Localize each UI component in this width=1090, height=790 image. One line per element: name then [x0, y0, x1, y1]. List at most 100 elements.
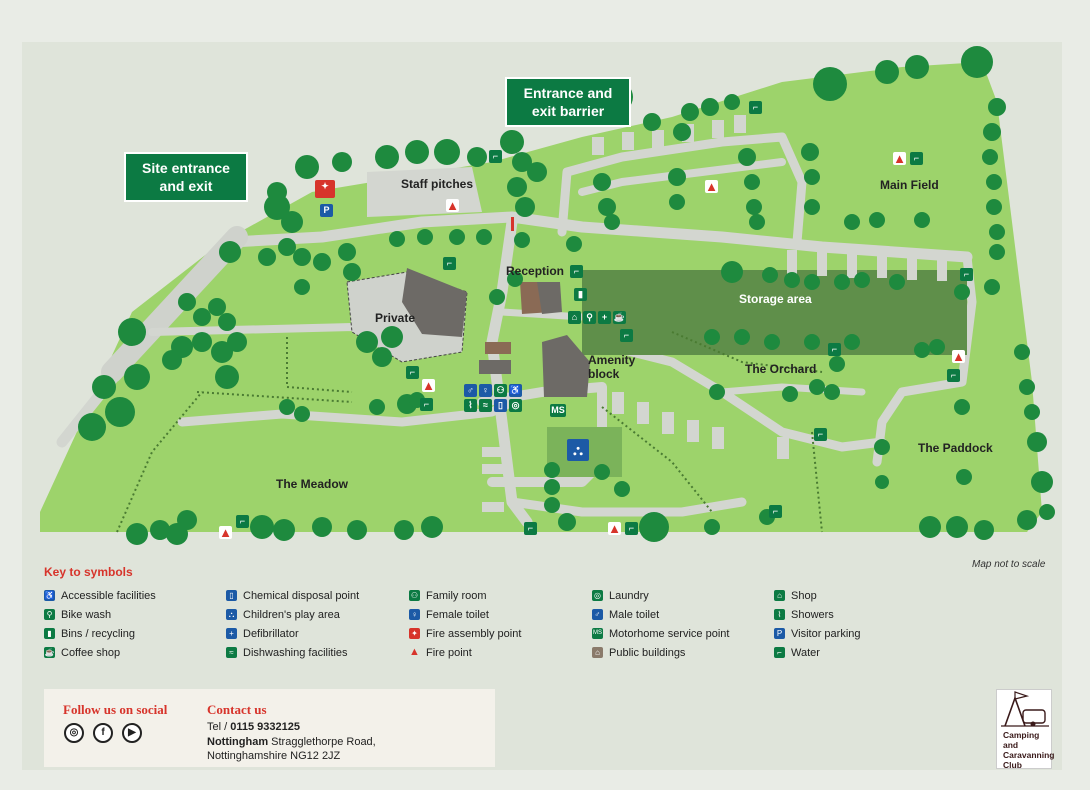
defibrillator-icon: +	[226, 628, 237, 639]
accessible-icon: ♿	[44, 590, 55, 601]
legend-item: MS Motorhome service point	[592, 624, 729, 643]
club-logo-text: Camping and Caravanning Club	[1003, 730, 1055, 770]
coffee-icon: ☕	[44, 647, 55, 658]
water-tap-icon: ⌐	[749, 101, 762, 114]
legend-item: ☕Coffee shop	[44, 643, 156, 662]
legend-label: Accessible facilities	[61, 589, 156, 602]
legend-column-1: ♿Accessible facilities ⚲Bike wash ▮Bins …	[44, 586, 156, 662]
legend-item: ✦Fire assembly point	[409, 624, 521, 643]
follow-us-title: Follow us on social	[63, 702, 168, 717]
legend-label: Visitor parking	[791, 627, 861, 640]
instagram-icon[interactable]: ◎	[64, 723, 84, 743]
chemical-disposal-icon: ▯	[494, 399, 507, 412]
legend-item: ▯ Chemical disposal point	[226, 586, 359, 605]
fire-point-icon: ▲	[893, 151, 906, 166]
legend-item: P Visitor parking	[774, 624, 861, 643]
legend-item: ♿ Accessible facilities	[44, 586, 156, 605]
bin-icon: ▮	[574, 288, 587, 301]
water-tap-icon: ⌐	[620, 329, 633, 342]
fire-point-icon: ▲	[705, 179, 718, 194]
male-toilet-icon: ♂	[464, 384, 477, 397]
fire-assembly-icon: ✦	[409, 628, 420, 639]
bike-wash-icon: ⚲	[583, 311, 596, 324]
legend-column-3: ⚇Family room ♀ Female toilet ✦Fire assemb…	[409, 586, 521, 662]
legend-item: ⌂Shop	[774, 586, 861, 605]
private-building	[402, 268, 467, 337]
legend-label: Water	[791, 646, 820, 659]
defibrillator-icon: +	[598, 311, 611, 324]
footer-panel	[44, 689, 495, 767]
fire-point-icon: ▲	[608, 521, 621, 536]
fire-point-icon: ▲	[409, 646, 420, 658]
water-tap-icon: ⌐	[947, 369, 960, 382]
play-area-icon: ⛬	[567, 439, 589, 461]
legend-item: + Defibrillator	[226, 624, 359, 643]
water-tap-icon: ⌐	[524, 522, 537, 535]
legend-item: ⛬Children's play area	[226, 605, 359, 624]
coffee-icon: ☕	[613, 311, 626, 324]
legend-item: ▲ Fire point	[409, 643, 521, 662]
female-toilet-icon: ♀	[409, 609, 420, 620]
dishwashing-icon: ≈	[226, 647, 237, 658]
accessible-icon: ♿	[509, 384, 522, 397]
label-amenity-block: Amenity block	[588, 353, 636, 381]
water-tap-icon: ⌐	[814, 428, 827, 441]
chalet-2	[479, 360, 511, 374]
fire-point-icon: ▲	[219, 525, 232, 540]
entrance-barrier-text: Entrance and exit barrier	[523, 85, 613, 119]
address-city: Nottingham	[207, 736, 269, 748]
barrier-post	[511, 217, 514, 231]
laundry-icon: ◎	[592, 590, 603, 601]
water-tap-icon: ⌐	[420, 398, 433, 411]
loop-road-east	[557, 132, 807, 247]
site-entrance-callout: Site entrance and exit	[124, 152, 248, 202]
water-tap-icon: ⌐	[774, 647, 785, 658]
legend-item: ▮ Bins / recycling	[44, 624, 156, 643]
legend-label: Dishwashing facilities	[243, 646, 348, 659]
tent-caravan-icon	[1001, 691, 1049, 727]
legend-label: Children's play area	[243, 608, 340, 621]
legend-item: ⚇Family room	[409, 586, 521, 605]
legend-item: ≈ Dishwashing facilities	[226, 643, 359, 662]
contact-address-line1: Nottingham Stragglethorpe Road,	[207, 736, 376, 748]
motorhome-service-icon: MS	[592, 628, 603, 639]
tel-label: Tel /	[207, 721, 231, 733]
water-tap-icon: ⌐	[625, 522, 638, 535]
legend-item: ◎Laundry	[592, 586, 729, 605]
contact-address-line2: Nottinghamshire NG12 2JZ	[207, 750, 341, 762]
contact-phone: Tel / 0115 9332125	[207, 721, 300, 733]
legend-label: Defibrillator	[243, 627, 299, 640]
legend-label: Bins / recycling	[61, 627, 135, 640]
legend-label: Female toilet	[426, 608, 489, 621]
shop-icon: ⌂	[568, 311, 581, 324]
water-tap-icon: ⌐	[769, 505, 782, 518]
hedgerows	[116, 331, 823, 533]
fire-point-icon: ▲	[952, 349, 965, 364]
chemical-disposal-icon: ▯	[226, 590, 237, 601]
amenity-building	[542, 335, 590, 397]
site-entrance-text: Site entrance and exit	[142, 160, 230, 194]
laundry-icon: ◎	[509, 399, 522, 412]
shower-icon: ⌇	[774, 609, 785, 620]
water-tap-icon: ⌐	[910, 152, 923, 165]
fire-point-icon: ▲	[446, 198, 459, 213]
facebook-icon[interactable]: f	[93, 723, 113, 743]
tel-number[interactable]: 0115 9332125	[230, 721, 300, 733]
legend-item: ♀ Female toilet	[409, 605, 521, 624]
trees	[78, 46, 1055, 545]
label-private: Private	[375, 311, 416, 325]
water-tap-icon: ⌐	[570, 265, 583, 278]
legend-label: Chemical disposal point	[243, 589, 360, 602]
legend-label: Fire point	[426, 646, 472, 659]
bin-icon: ▮	[44, 628, 55, 639]
water-tap-icon: ⌐	[828, 343, 841, 356]
legend-label: Motorhome service point	[609, 627, 730, 640]
legend-item: ⌇Showers	[774, 605, 861, 624]
legend-label: Public buildings	[609, 646, 686, 659]
label-the-paddock: The Paddock	[918, 441, 993, 455]
entrance-road	[101, 226, 248, 383]
parking-icon: P	[320, 204, 333, 217]
water-tap-icon: ⌐	[489, 150, 502, 163]
youtube-icon[interactable]: ▶	[122, 723, 142, 743]
parking-icon: P	[774, 628, 785, 639]
